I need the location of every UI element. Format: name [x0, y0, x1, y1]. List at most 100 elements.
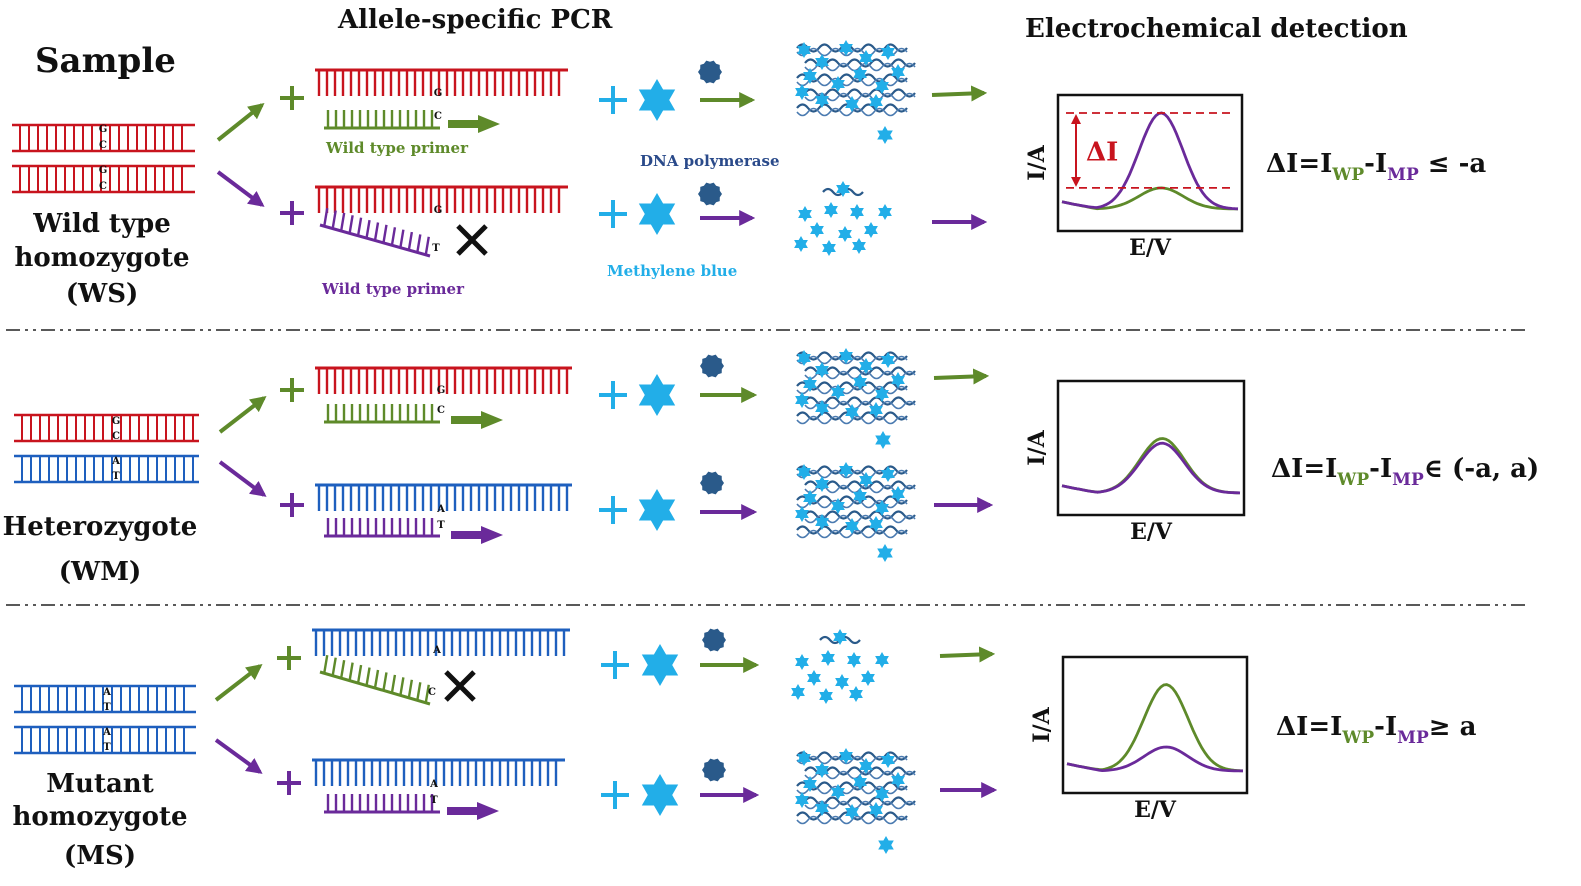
wm-product-full-2 — [795, 462, 916, 539]
wm-template-blue — [315, 483, 572, 511]
ws-plot-xlabel: E/V — [1129, 235, 1172, 261]
ws-polymerase-1 — [698, 60, 722, 84]
sample-ms-duplex-top — [14, 684, 196, 714]
sample-ws-line3: (WS) — [66, 279, 139, 309]
wm-base-t1: T — [112, 471, 120, 482]
ms-arrow-purple — [214, 738, 263, 774]
ws-product-sparse — [794, 181, 892, 256]
wm-polymerase-1 — [700, 354, 724, 378]
wm-base-g1: G — [112, 416, 121, 427]
wm-plot-xlabel: E/V — [1130, 519, 1173, 545]
ws-base-g2: G — [99, 165, 108, 176]
ms-primer-purple — [324, 794, 440, 814]
wm-arrow-purple — [218, 460, 267, 497]
ws-plot-ylabel: I/A — [1024, 144, 1050, 180]
ws-base-c2: C — [99, 181, 107, 192]
ws-plus-purple — [280, 201, 304, 225]
ws-plus-green — [280, 86, 304, 110]
ws-base-g1: G — [99, 124, 108, 135]
ws-product-star-extra — [877, 126, 893, 144]
ws-arrow-purple — [216, 170, 265, 207]
sample-label-wm: Heterozygote (WM) — [3, 512, 198, 587]
ms-template-bottom — [312, 758, 565, 786]
wm-plot: I/A E/V — [1024, 379, 1246, 545]
ws-base-c3: C — [434, 111, 442, 122]
ws-product-full — [795, 40, 916, 117]
ms-plot-purple-curve — [1066, 745, 1243, 773]
ws-arrow-green-3 — [931, 85, 988, 102]
sample-ws-duplex-bottom — [12, 164, 195, 194]
plot-layer: I/A E/V ΔI I/A E/V I/A E/V — [1024, 93, 1249, 823]
ws-mb-star-1 — [638, 79, 676, 121]
wm-plus-green — [280, 378, 304, 402]
ws-primer-green — [324, 110, 440, 130]
detection-header: Electrochemical detection — [1025, 14, 1408, 44]
ms-plus-green — [277, 646, 301, 670]
sample-ws-line1: Wild type — [32, 209, 171, 239]
wm-extension-green — [451, 411, 503, 429]
wm-base-g2: G — [437, 385, 446, 396]
ms-extension-purple — [447, 802, 499, 820]
ms-mb-star-1 — [641, 644, 679, 686]
ws-polymerase-2 — [698, 182, 722, 206]
sample-wm-duplex-blue — [14, 454, 199, 484]
ms-plot: I/A E/V — [1029, 655, 1249, 823]
ms-base-a4: A — [429, 779, 438, 790]
ms-plus-cyan-2 — [601, 781, 629, 809]
sample-wm-line1: Heterozygote — [3, 512, 198, 542]
sample-ws-duplex-top — [12, 123, 195, 153]
methylene-blue-label: Methylene blue — [607, 262, 737, 280]
wm-plus-purple — [280, 493, 304, 517]
ms-plot-xlabel: E/V — [1134, 797, 1177, 823]
ms-arrow-green — [214, 664, 263, 702]
ms-mb-star-2 — [641, 774, 679, 816]
wm-primer-green — [324, 404, 440, 424]
ws-plot: I/A E/V ΔI — [1024, 93, 1244, 261]
ms-polymerase-1 — [702, 628, 726, 652]
ws-base-c1: C — [99, 140, 107, 151]
equation-ws: ΔI=IWP-IMP ≤ -a — [1266, 149, 1486, 185]
product-layer — [791, 40, 916, 854]
wm-plus-cyan-1 — [599, 381, 627, 409]
ms-base-a3: A — [432, 645, 441, 656]
wm-base-a1: A — [111, 456, 120, 467]
ms-base-t2: T — [103, 742, 111, 753]
ws-template-bottom — [315, 185, 568, 213]
wm-mb-star-1 — [638, 374, 676, 416]
ms-plot-ylabel: I/A — [1029, 706, 1055, 742]
ms-polymerase-2 — [702, 758, 726, 782]
reagent-layer — [277, 60, 726, 816]
ms-product-star-extra — [878, 836, 894, 854]
wm-base-t2: T — [437, 520, 445, 531]
wm-polymerase-2 — [700, 471, 724, 495]
wm-template-red — [315, 366, 572, 394]
wm-base-c2: C — [437, 405, 445, 416]
wm-arrow-green-3 — [933, 368, 990, 385]
wm-product-star-extra-1 — [875, 431, 891, 449]
ws-arrow-green — [216, 103, 265, 142]
ws-mb-star-2 — [638, 193, 676, 235]
ms-template-top — [312, 628, 570, 656]
sample-ms-line3: (MS) — [64, 841, 136, 871]
ms-base-c1: C — [428, 687, 436, 698]
ws-base-g3: G — [434, 88, 443, 99]
primer-label-purple: Wild type primer — [321, 280, 465, 298]
sample-label-ms: Mutant homozygote (MS) — [12, 769, 187, 871]
wm-arrow-green — [218, 396, 267, 434]
wm-base-c1: C — [112, 431, 120, 442]
ms-base-a2: A — [102, 727, 111, 738]
delta-i-label: ΔI — [1086, 137, 1118, 167]
equation-ms: ΔI=IWP-IMP≥ a — [1276, 712, 1477, 748]
wm-plot-ylabel: I/A — [1024, 429, 1050, 465]
ms-product-sparse — [791, 629, 889, 704]
ws-extension-green — [448, 115, 500, 133]
ws-base-t1: T — [432, 243, 440, 254]
ms-primer-green-mismatch — [319, 655, 431, 706]
wm-primer-purple — [324, 518, 440, 538]
sample-ms-line1: Mutant — [46, 769, 153, 799]
sample-header: Sample — [35, 41, 176, 81]
wm-base-a2: A — [436, 504, 445, 515]
dna-layer — [12, 68, 572, 814]
